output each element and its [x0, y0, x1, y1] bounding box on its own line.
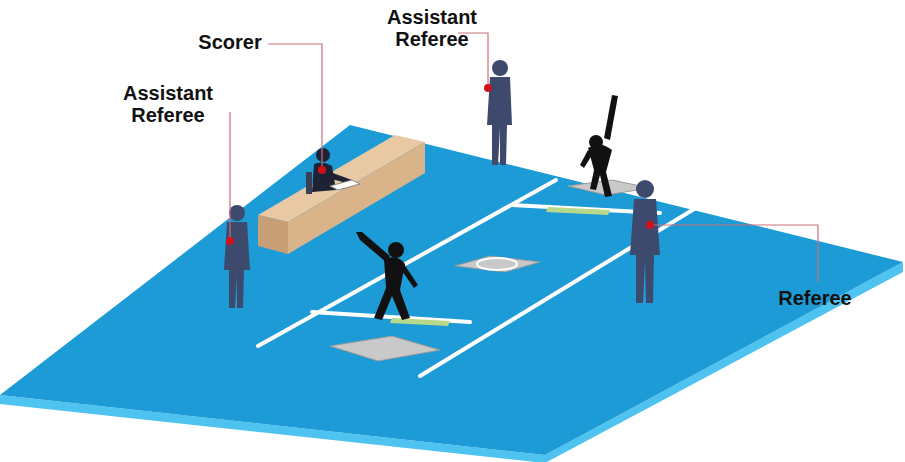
role-label: Referee: [765, 287, 865, 309]
pad: [330, 336, 440, 361]
assistant-referee-figure: [487, 60, 512, 165]
desk-front: [288, 142, 425, 254]
leader-line: [230, 33, 818, 282]
role-label: Scorer: [190, 31, 270, 53]
marker-dot: [226, 84, 654, 245]
platform-top: [0, 125, 903, 455]
crease-bar: [390, 318, 450, 326]
bowler-figure: [580, 95, 618, 197]
referee-figure: [630, 180, 660, 303]
centre-target: [455, 256, 540, 272]
desk-side: [258, 215, 288, 254]
assistant-referee-figure: [224, 205, 250, 308]
role-label: Assistant Referee: [106, 82, 230, 126]
bowler-figure: [356, 232, 418, 320]
role-label: Assistant Referee: [370, 6, 494, 50]
crease-bar: [546, 207, 610, 215]
